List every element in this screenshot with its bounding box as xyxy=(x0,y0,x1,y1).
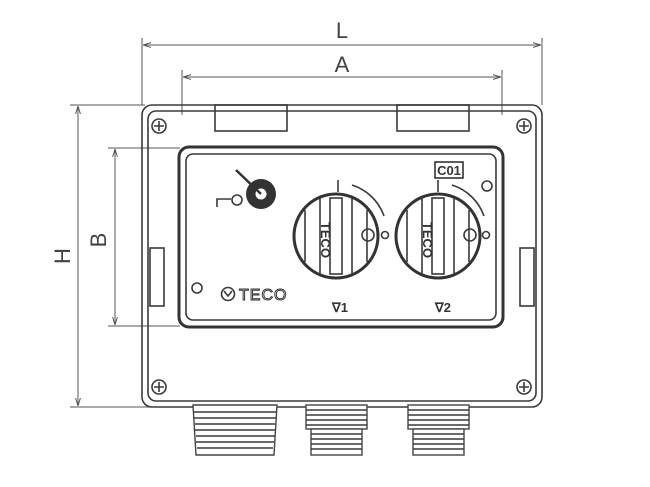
dimension-b: B xyxy=(86,147,180,327)
screw-icon xyxy=(151,118,167,134)
knob-1[interactable]: TECO xyxy=(292,180,390,280)
dimension-a-label: A xyxy=(335,52,350,77)
knob-logo: TECO xyxy=(420,222,435,258)
knob-1-label: ∇1 xyxy=(331,300,348,315)
logo-text: TECO xyxy=(239,287,287,304)
dimension-a: A xyxy=(181,52,503,115)
cable-gland-large xyxy=(192,404,278,456)
indicator-icon xyxy=(216,169,276,209)
screw-icon xyxy=(516,118,532,134)
dimension-l: L xyxy=(141,18,543,105)
screw-icons xyxy=(151,118,532,395)
knob-logo: TECO xyxy=(318,222,333,258)
knob-2[interactable]: TECO xyxy=(394,180,491,280)
screw-icon xyxy=(516,379,532,395)
svg-text:C01: C01 xyxy=(437,163,461,178)
rotation-arrow-icon xyxy=(451,184,485,217)
code-badge: C01 xyxy=(434,161,464,179)
front-panel xyxy=(177,145,505,329)
screw-icon xyxy=(151,379,167,395)
cable-gland-medium-2 xyxy=(407,404,470,456)
dimension-h: H xyxy=(50,104,190,408)
teco-logo: TECO xyxy=(220,287,287,305)
rotation-arrow-icon xyxy=(351,184,385,217)
dimension-h-label: H xyxy=(50,248,75,264)
knob-2-label: ∇2 xyxy=(434,300,451,315)
cable-gland-medium-1 xyxy=(305,404,368,456)
dimension-b-label: B xyxy=(86,233,111,248)
dimension-l-label: L xyxy=(336,18,348,43)
